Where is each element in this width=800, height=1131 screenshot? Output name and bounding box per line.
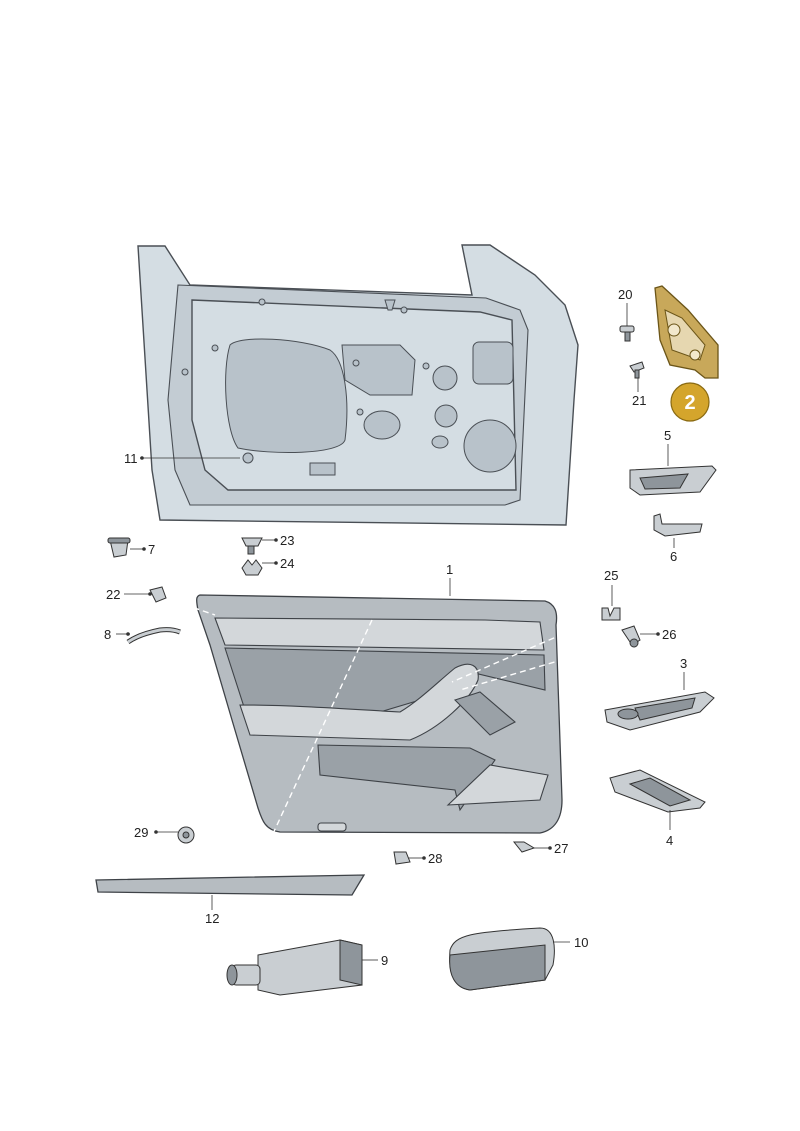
hose-8 [126,627,181,645]
screw-21 [629,361,645,379]
door-shell [137,244,579,526]
foam-block-10 [449,927,555,991]
callout-6: 6 [670,549,677,564]
clip-7 [107,537,131,558]
bracket-23 [241,537,263,555]
clip-24 [241,559,263,576]
callout-7: 7 [148,542,155,557]
callout-27: 27 [554,841,568,856]
callout-29: 29 [134,825,148,840]
callout-28: 28 [428,851,442,866]
highlight-badge: 2 [670,382,710,422]
callout-3: 3 [680,656,687,671]
callout-4: 4 [666,833,673,848]
callout-1: 1 [446,562,453,577]
foam-block-9 [226,939,363,996]
door-handle-cover-5 [629,465,717,496]
switch-panel-3 [604,691,715,731]
callout-23: 23 [280,533,294,548]
callout-21: 21 [632,393,646,408]
clip-22 [149,586,167,603]
callout-22: 22 [106,587,120,602]
callout-labels: 1 3 4 5 6 7 8 9 10 11 12 20 21 22 23 24 … [104,287,687,968]
switch-panel-4 [609,769,706,813]
callout-2: 2 [684,392,695,414]
callout-5: 5 [664,428,671,443]
callout-24: 24 [280,556,294,571]
callout-12: 12 [205,911,219,926]
callout-10: 10 [574,935,588,950]
callout-8: 8 [104,627,111,642]
callout-11: 11 [124,451,138,466]
grommet-29 [177,826,195,844]
door-trim-panel [164,594,613,867]
callout-25: 25 [604,568,618,583]
clip-25 [601,607,621,621]
clip-28 [393,851,411,865]
callout-9: 9 [381,953,388,968]
lower-trim-strip [95,874,366,896]
leader-lines [116,303,685,961]
screw-20 [619,325,635,342]
handle-insert-6 [653,513,703,537]
screw-27 [512,841,536,853]
screw-26 [621,625,641,648]
callout-26: 26 [662,627,676,642]
callout-20: 20 [618,287,632,302]
mirror-triangle-bracket [654,285,719,379]
